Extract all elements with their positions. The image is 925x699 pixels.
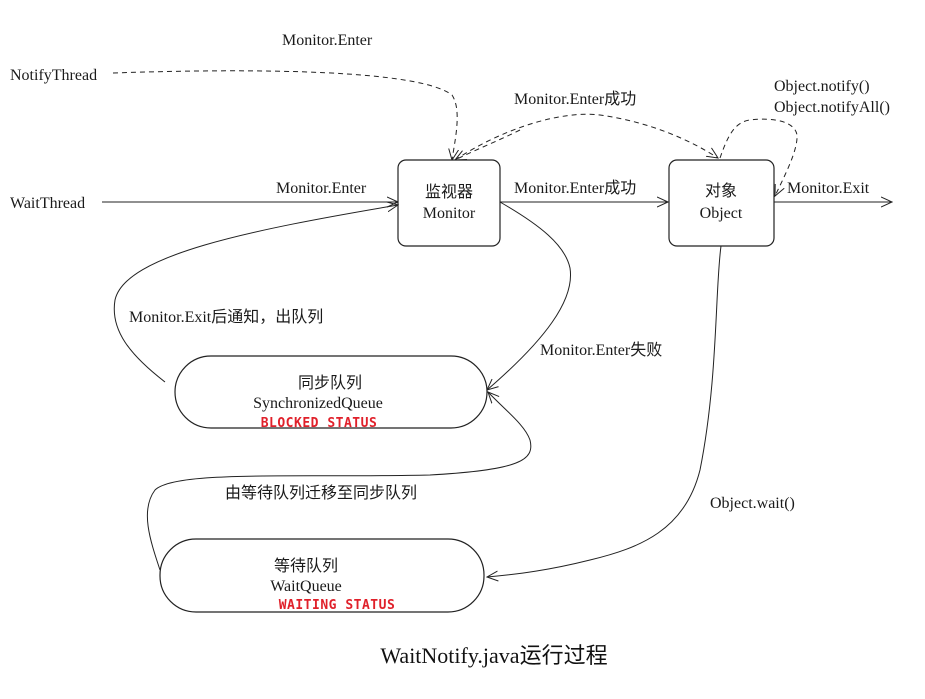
edge-enter-success-dashed-back xyxy=(455,129,521,160)
monitor-cn: 监视器 xyxy=(425,183,473,201)
monitor-en: Monitor xyxy=(423,205,476,222)
edge-exit-dequeue xyxy=(113,205,398,383)
object-node: 对象 Object xyxy=(668,159,775,247)
edge-label-monitor-exit: Monitor.Exit xyxy=(787,180,870,197)
edge-enter-failed xyxy=(487,201,572,390)
diagram-caption: WaitNotify.java运行过程 xyxy=(380,643,607,668)
edge-notify-enter xyxy=(112,70,457,160)
object-en: Object xyxy=(700,205,743,222)
edge-label-notify-enter: Monitor.Enter xyxy=(282,32,373,49)
sync-queue-status: BLOCKED STATUS xyxy=(261,416,378,431)
wait-queue-cn: 等待队列 xyxy=(274,557,338,575)
edge-label-notify-2: Object.notifyAll() xyxy=(774,99,890,116)
edge-object-notify xyxy=(719,118,798,196)
edge-label-migrate: 由等待队列迁移至同步队列 xyxy=(225,484,417,502)
edge-label-wait-enter: Monitor.Enter xyxy=(276,180,367,197)
edge-label-exit-dequeue: Monitor.Exit后通知，出队列 xyxy=(129,308,323,326)
edge-label-notify-1: Object.notify() xyxy=(774,78,870,95)
wait-queue-node: 等待队列 WaitQueue WAITING STATUS xyxy=(159,538,485,613)
edge-migrate xyxy=(146,392,532,571)
edge-object-wait xyxy=(487,245,722,577)
sync-queue-cn: 同步队列 xyxy=(298,374,362,392)
wait-queue-status: WAITING STATUS xyxy=(279,598,396,613)
wait-queue-en: WaitQueue xyxy=(270,578,342,595)
sync-queue-node: 同步队列 SynchronizedQueue BLOCKED STATUS xyxy=(174,355,488,431)
monitor-node: 监视器 Monitor xyxy=(397,159,501,247)
edge-label-enter-success-dashed: Monitor.Enter成功 xyxy=(514,90,636,108)
edge-label-object-wait: Object.wait() xyxy=(710,495,795,512)
edge-label-enter-success: Monitor.Enter成功 xyxy=(514,179,636,197)
edge-label-enter-failed: Monitor.Enter失败 xyxy=(540,341,662,359)
wait-thread-label: WaitThread xyxy=(10,195,85,212)
edge-enter-success-dashed xyxy=(454,113,718,161)
object-cn: 对象 xyxy=(705,182,737,200)
notify-thread-label: NotifyThread xyxy=(10,67,97,84)
sync-queue-en: SynchronizedQueue xyxy=(253,395,383,412)
